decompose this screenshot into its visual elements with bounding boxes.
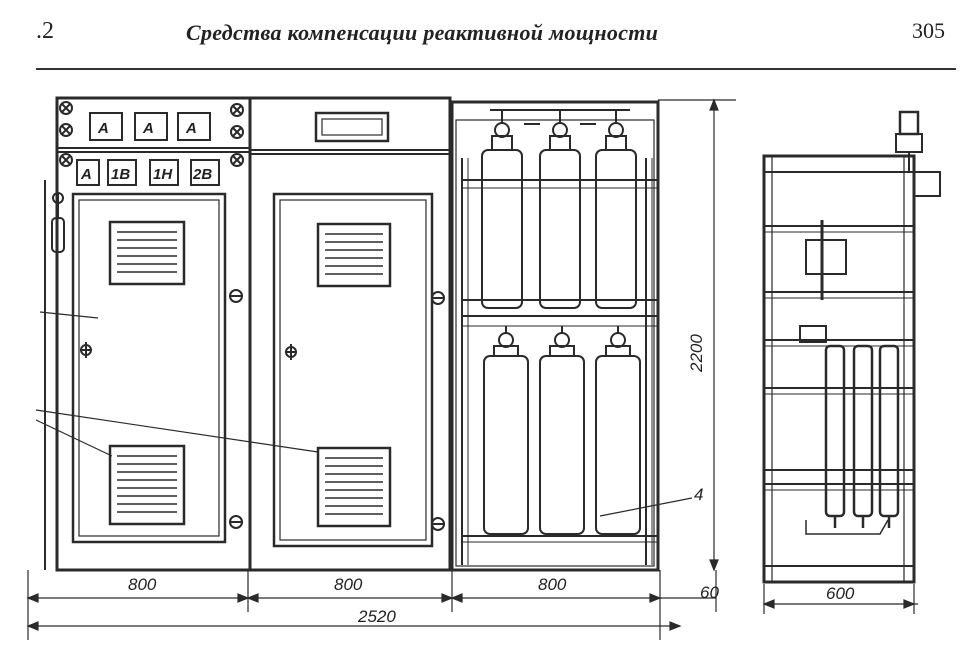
louver-bottom-1: [117, 455, 177, 513]
louver-bottom-2: [325, 457, 383, 515]
page-title: Средства компенсации реактивной мощности: [186, 20, 659, 45]
panel-1-labels: A A A A 1B 1H 2B: [80, 120, 212, 183]
capacitor-top-row: [481, 109, 637, 309]
louver-top-2: [325, 233, 383, 275]
meter-label-top-1: A: [97, 120, 109, 137]
dim-width-2: 800: [334, 575, 363, 594]
side-capacitors: [824, 344, 900, 528]
callout-4: 4: [694, 485, 703, 504]
meter-label-bottom-4: 2B: [192, 166, 212, 183]
side-view-cabinet: [762, 110, 941, 584]
page-header: .2 Средства компенсации реактивной мощно…: [0, 18, 976, 58]
dimension-lines: [26, 98, 918, 640]
dim-width-3: 800: [538, 575, 567, 594]
panel-1-control-cabinet: [35, 96, 319, 572]
louver-top-1: [117, 231, 177, 273]
meter-label-bottom-1: A: [80, 166, 92, 183]
screw-icon: [59, 101, 244, 167]
meter-label-bottom-3: 1H: [153, 166, 173, 183]
dim-gap: 60: [700, 583, 719, 602]
capacitor-bottom-row: [483, 326, 641, 535]
meter-label-top-2: A: [142, 120, 154, 137]
meter-label-bottom-2: 1B: [111, 166, 130, 183]
dim-side-depth: 600: [826, 584, 855, 603]
page-number: 305: [912, 18, 945, 43]
dim-width-1: 800: [128, 575, 157, 594]
section-number: .2: [36, 18, 54, 44]
header-rule: [36, 68, 956, 70]
dim-total: 2520: [357, 607, 396, 626]
dim-height: 2200: [687, 334, 706, 373]
panel-2-cabinet: [248, 96, 452, 572]
meter-label-top-3: A: [185, 120, 197, 137]
panel-3-capacitor-bank: [450, 100, 693, 572]
